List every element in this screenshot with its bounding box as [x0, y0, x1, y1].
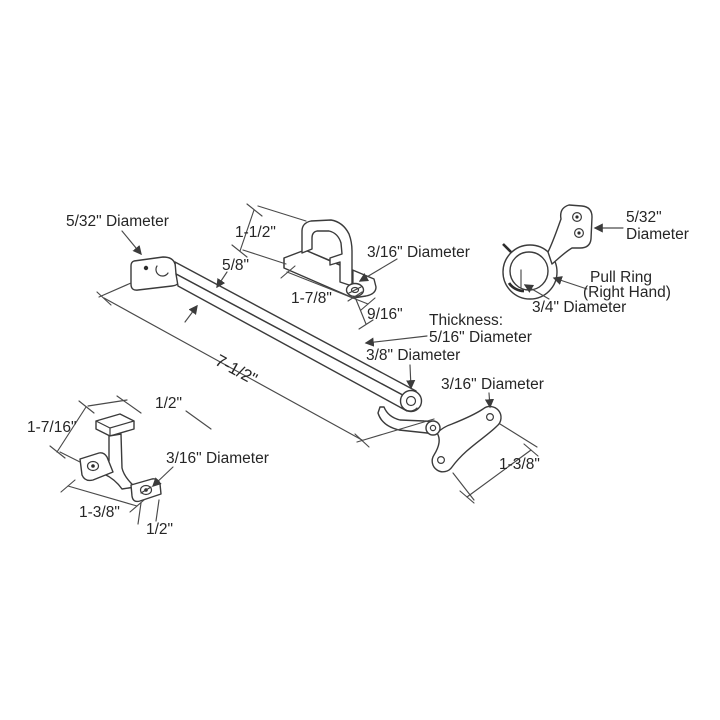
- label-clamp-base-width: 1-7/8": [291, 290, 332, 307]
- pivot-stud: [399, 389, 423, 413]
- label-ring-tab-hole-2: Diameter: [626, 226, 689, 243]
- keeper-left-foot: [79, 452, 114, 482]
- label-clamp-height: 1-1/2": [235, 224, 276, 241]
- label-pull-ring-2: (Right Hand): [583, 284, 671, 301]
- guide-clamp: [283, 219, 377, 299]
- pull-ring: [502, 204, 593, 300]
- dim-clamp-height: [231, 203, 307, 265]
- dim-keeper-base-width: [60, 479, 145, 513]
- label-arm-end-hole: 5/32" Diameter: [66, 213, 169, 230]
- keeper-right-hole: [139, 484, 153, 496]
- ring-inner: [509, 251, 549, 291]
- dim-clamp-base-width: [280, 265, 376, 311]
- dim-arm-length: [96, 282, 435, 448]
- label-keeper-base-width: 1-3/8": [79, 504, 120, 521]
- ring-arm: [547, 204, 593, 265]
- dim-keeper-foot-width: [137, 499, 160, 525]
- leader-link-hole: [484, 392, 495, 409]
- label-keeper-hole: 3/16" Diameter: [166, 450, 269, 467]
- label-clamp-hole: 3/16" Diameter: [367, 244, 470, 261]
- label-link-hole: 3/16" Diameter: [441, 376, 544, 393]
- leader-ring-diameter: [523, 284, 550, 300]
- leader-pull-ring: [552, 276, 588, 290]
- label-arm-length: 7-1/2": [212, 351, 260, 389]
- leader-clamp-hole: [358, 258, 398, 282]
- link-hole-bottom: [437, 456, 446, 465]
- label-thickness-1: Thickness:: [429, 312, 503, 329]
- main-arm: [130, 256, 438, 434]
- leader-keeper-hole: [151, 466, 174, 487]
- dim-keeper-height: [49, 399, 128, 463]
- label-thickness-2: 5/16" Diameter: [429, 329, 532, 346]
- label-keeper-foot-width: 1/2": [146, 521, 173, 538]
- leader-arm-end-hole: [121, 230, 142, 256]
- dimensions: [49, 203, 624, 525]
- label-ring-diameter: 3/4" Diameter: [532, 299, 626, 316]
- leader-pivot: [406, 364, 416, 390]
- label-ring-tab-hole-1: 5/32": [626, 209, 662, 226]
- dim-arm-width: [184, 271, 228, 323]
- keeper-bracket: [79, 413, 162, 503]
- link-fork-head: [425, 420, 441, 436]
- link-arm: [425, 405, 502, 473]
- dim-keeper-tab-width: [116, 395, 212, 430]
- keeper-left-hole: [86, 460, 100, 472]
- label-keeper-tab-width: 1/2": [155, 395, 182, 412]
- dim-clamp-base-depth: [347, 291, 374, 330]
- label-link-spacing: 1-3/8": [499, 456, 540, 473]
- arm-end-hole: [143, 265, 149, 271]
- ring-tab-hole-1: [571, 212, 582, 223]
- label-pivot-diameter: 3/8" Diameter: [366, 347, 460, 364]
- label-keeper-height: 1-7/16": [27, 419, 76, 436]
- dim-link-spacing: [452, 423, 539, 504]
- label-pull-ring-1: Pull Ring: [590, 269, 652, 286]
- label-arm-width: 5/8": [222, 257, 249, 274]
- label-clamp-base-depth: 9/16": [367, 306, 403, 323]
- leader-thickness: [364, 335, 428, 347]
- link-hole-top: [486, 413, 495, 422]
- ring-tab-hole-2: [573, 228, 584, 239]
